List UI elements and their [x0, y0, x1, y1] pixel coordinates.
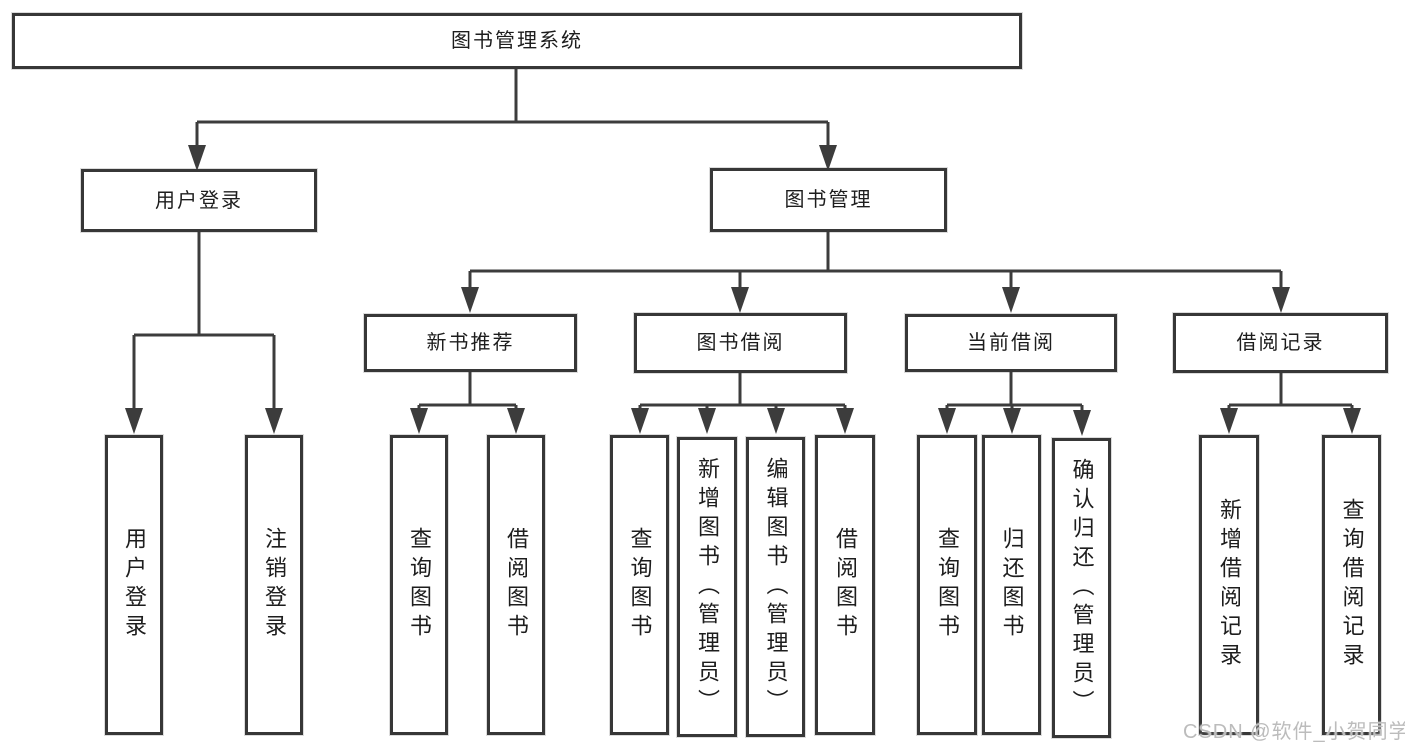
node-root-label: 图书管理系统 — [451, 30, 583, 52]
node-borrowing-records-label: 借阅记录 — [1236, 332, 1325, 354]
leaf-return-books: 归还图书 — [982, 435, 1041, 735]
connector-root-to-level2 — [195, 68, 830, 150]
leaf-borrow-books-recommend-label: 借阅图书 — [504, 527, 529, 643]
leaf-user-login: 用户登录 — [105, 435, 163, 735]
leaf-confirm-return-admin-label: 确认归还（管理员） — [1069, 457, 1095, 719]
node-current-borrowing: 当前借阅 — [905, 314, 1117, 372]
leaf-confirm-return-admin: 确认归还（管理员） — [1052, 438, 1111, 738]
leaf-edit-book-admin-label: 编辑图书（管理员） — [763, 456, 789, 718]
arrowheads — [125, 145, 1361, 436]
node-root: 图书管理系统 — [12, 13, 1022, 69]
node-book-borrowing-label: 图书借阅 — [696, 332, 785, 354]
connector-new-book-children — [417, 372, 518, 412]
leaf-query-books-borrowing: 查询图书 — [610, 435, 669, 735]
leaf-query-books-borrowing-label: 查询图书 — [627, 527, 653, 643]
leaf-borrow-books-recommend: 借阅图书 — [487, 435, 545, 735]
leaf-query-borrow-record-label: 查询借阅记录 — [1339, 498, 1365, 672]
node-user-login: 用户登录 — [81, 169, 317, 232]
node-user-login-label: 用户登录 — [155, 189, 243, 212]
node-new-book-recommend-label: 新书推荐 — [426, 332, 515, 354]
leaf-user-login-label: 用户登录 — [122, 527, 147, 643]
watermark: CSDN @软件_小贺同学 — [1183, 721, 1405, 743]
connector-current-borrowing-children — [945, 372, 1084, 414]
node-book-management: 图书管理 — [710, 168, 947, 232]
leaf-add-book-admin-label: 新增图书（管理员） — [695, 456, 720, 718]
leaf-logout-label: 注销登录 — [262, 527, 287, 643]
leaf-borrow-books-borrowing: 借阅图书 — [815, 435, 875, 735]
leaf-logout: 注销登录 — [245, 435, 303, 735]
node-new-book-recommend: 新书推荐 — [364, 314, 577, 372]
node-book-management-label: 图书管理 — [784, 189, 873, 211]
leaf-add-borrow-record: 新增借阅记录 — [1199, 435, 1259, 735]
leaf-borrow-books-borrowing-label: 借阅图书 — [833, 527, 858, 643]
leaf-query-books-recommend: 查询图书 — [390, 435, 448, 735]
leaf-query-books-recommend-label: 查询图书 — [407, 527, 432, 643]
connector-book-mgmt-children — [468, 232, 1283, 292]
connector-borrowing-records-children — [1227, 372, 1354, 412]
leaf-add-borrow-record-label: 新增借阅记录 — [1217, 498, 1242, 672]
node-borrowing-records: 借阅记录 — [1173, 313, 1388, 373]
node-current-borrowing-label: 当前借阅 — [967, 332, 1055, 354]
leaf-edit-book-admin: 编辑图书（管理员） — [746, 437, 805, 737]
leaf-add-book-admin: 新增图书（管理员） — [677, 437, 737, 737]
connector-book-borrowing-children — [638, 372, 847, 412]
connector-user-login-children — [132, 232, 276, 412]
leaf-return-books-label: 归还图书 — [999, 527, 1025, 643]
node-book-borrowing: 图书借阅 — [634, 313, 847, 373]
leaf-query-books-current-label: 查询图书 — [935, 527, 960, 643]
leaf-query-borrow-record: 查询借阅记录 — [1322, 435, 1381, 735]
leaf-query-books-current: 查询图书 — [917, 435, 977, 735]
